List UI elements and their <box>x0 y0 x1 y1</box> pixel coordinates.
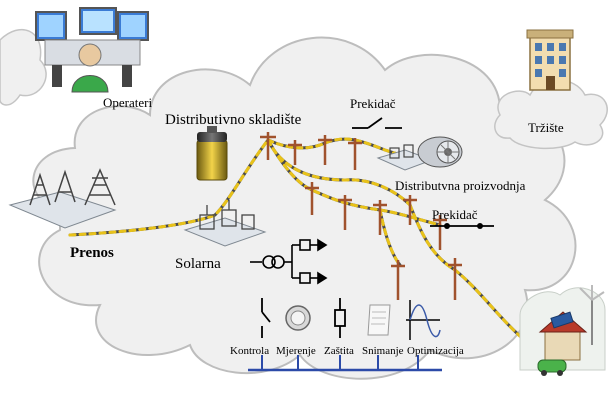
market-cloud <box>494 79 608 150</box>
meter-icon <box>285 305 311 331</box>
function-label-control: Kontrola <box>230 345 269 357</box>
label-transmission: Prenos <box>70 245 114 261</box>
label-breaker-top: Prekidač <box>350 96 396 111</box>
functions-bus <box>248 355 442 372</box>
function-label-recording: Snimanje <box>362 345 404 357</box>
label-dist-generation: Distributvna proizvodnja <box>395 178 526 193</box>
label-breaker-right: Prekidač <box>432 207 478 222</box>
function-label-metering: Mjerenje <box>276 345 316 357</box>
label-market: Tržište <box>528 120 564 135</box>
optimization-wave-icon <box>406 300 441 340</box>
utility-poles <box>260 132 462 300</box>
transmission-substation-icon <box>8 168 117 229</box>
home-solar-icon <box>519 285 606 376</box>
protection-relay-icon <box>334 298 346 338</box>
breaker-top-symbol <box>352 117 402 129</box>
function-label-optimization: Optimizacija <box>407 345 464 357</box>
battery-icon <box>196 126 228 181</box>
breaker-right-symbol <box>430 223 494 229</box>
label-operators: Operateri <box>103 95 152 110</box>
label-solar: Solarna <box>175 256 221 272</box>
market-building-icon <box>526 29 574 91</box>
main-cloud <box>32 36 577 380</box>
solar-substation-icon <box>183 200 267 247</box>
function-label-protection: Zaštita <box>324 345 354 357</box>
turbine-icon <box>417 136 463 168</box>
operators-cloud <box>0 29 47 106</box>
label-storage: Distributivno skladište <box>165 112 302 128</box>
recording-paper-icon <box>367 304 391 336</box>
solar-metering-symbol <box>250 238 328 285</box>
operators-icon <box>35 7 149 93</box>
control-switch-icon <box>261 298 271 338</box>
